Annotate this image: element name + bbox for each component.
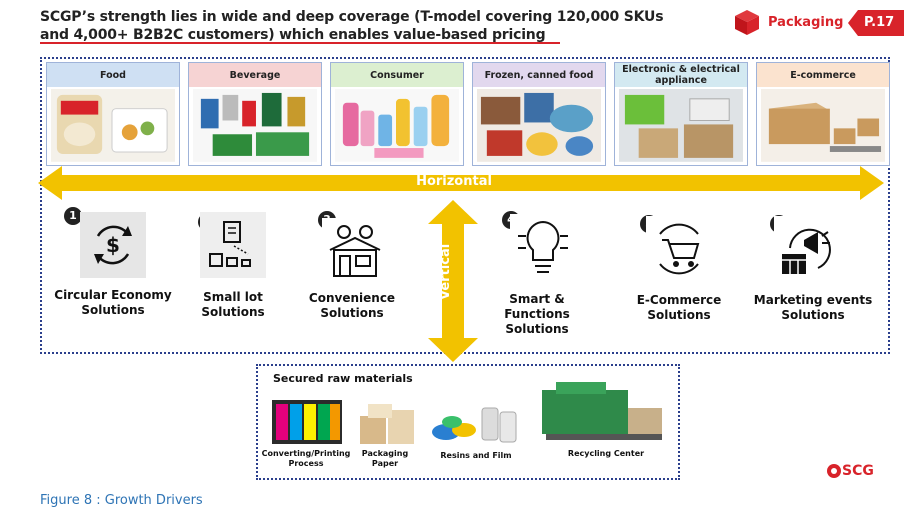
solution-number: 1: [64, 207, 82, 225]
solution-label: Marketing events Solutions: [753, 293, 873, 322]
consumer-packaging-image: [335, 89, 459, 162]
horizontal-arrow: [38, 166, 884, 200]
recycling-center-image: [542, 382, 662, 440]
frozen-food-packaging-image: [477, 89, 601, 162]
category-label: Food: [47, 63, 179, 87]
category-label: E-commerce: [757, 63, 889, 87]
e-commerce-packaging-image: [761, 89, 885, 162]
category-consumer: Consumer: [330, 62, 464, 166]
raw-material-label: Converting/Printing Process: [261, 449, 351, 468]
solutions-frame: [40, 57, 890, 354]
dollar-cycle-icon: $: [80, 212, 146, 278]
category-food: Food: [46, 62, 180, 166]
printing-process-image: [272, 400, 342, 444]
category-label: Electronic & electrical appliance: [615, 63, 747, 87]
resins-film-image: [432, 407, 517, 443]
solution-label: Small lot Solutions: [201, 290, 265, 319]
food-packaging-image: [51, 89, 175, 162]
category-frozen-canned-food: Frozen, canned food: [472, 62, 606, 166]
solution-label: E-Commerce Solutions: [636, 293, 722, 322]
category-electronic-appliance: Electronic & electrical appliance: [614, 62, 748, 166]
solution-label: Convenience Solutions: [308, 291, 396, 320]
scg-logo-icon: [827, 464, 841, 478]
megaphone-calendar-icon: [774, 216, 840, 282]
page-number: P.17: [864, 15, 895, 30]
raw-material-label: Resins and Film: [440, 451, 512, 460]
small-lot-icon: [200, 212, 266, 278]
package-box-icon: [735, 10, 759, 35]
category-label: Beverage: [189, 63, 321, 87]
electronics-packaging-image: [619, 89, 743, 162]
solution-label: Circular Economy Solutions: [54, 288, 172, 317]
svg-text:$: $: [106, 233, 120, 257]
raw-materials-frame: [256, 364, 680, 480]
raw-materials-title: Secured raw materials: [273, 372, 413, 385]
convenience-store-icon: [322, 218, 388, 284]
title-underline: [40, 42, 560, 44]
raw-material-label: Recycling Center: [567, 449, 645, 458]
page-number-badge: P.17: [848, 10, 904, 36]
vertical-label: Vertical: [438, 243, 453, 300]
packaging-paper-image: [360, 404, 414, 444]
raw-material-label: Packaging Paper: [361, 449, 409, 468]
category-beverage: Beverage: [188, 62, 322, 166]
beverage-packaging-image: [193, 89, 317, 162]
category-label: Frozen, canned food: [473, 63, 605, 87]
shopping-cart-icon: [646, 216, 712, 282]
figure-caption: Figure 8 : Growth Drivers: [40, 493, 203, 508]
category-label: Consumer: [331, 63, 463, 87]
solution-label: Smart & Functions Solutions: [504, 292, 570, 336]
title-line-1: SCGP’s strength lies in wide and deep co…: [40, 9, 664, 25]
vertical-arrow: [428, 200, 478, 362]
lightbulb-icon: [510, 214, 576, 280]
brand-label: Packaging: [768, 15, 844, 30]
horizontal-label: Horizontal: [416, 174, 492, 189]
scg-logo-text: SCG: [842, 463, 874, 479]
title-line-2: and 4,000+ B2B2C customers) which enable…: [40, 27, 546, 43]
category-e-commerce: E-commerce: [756, 62, 890, 166]
